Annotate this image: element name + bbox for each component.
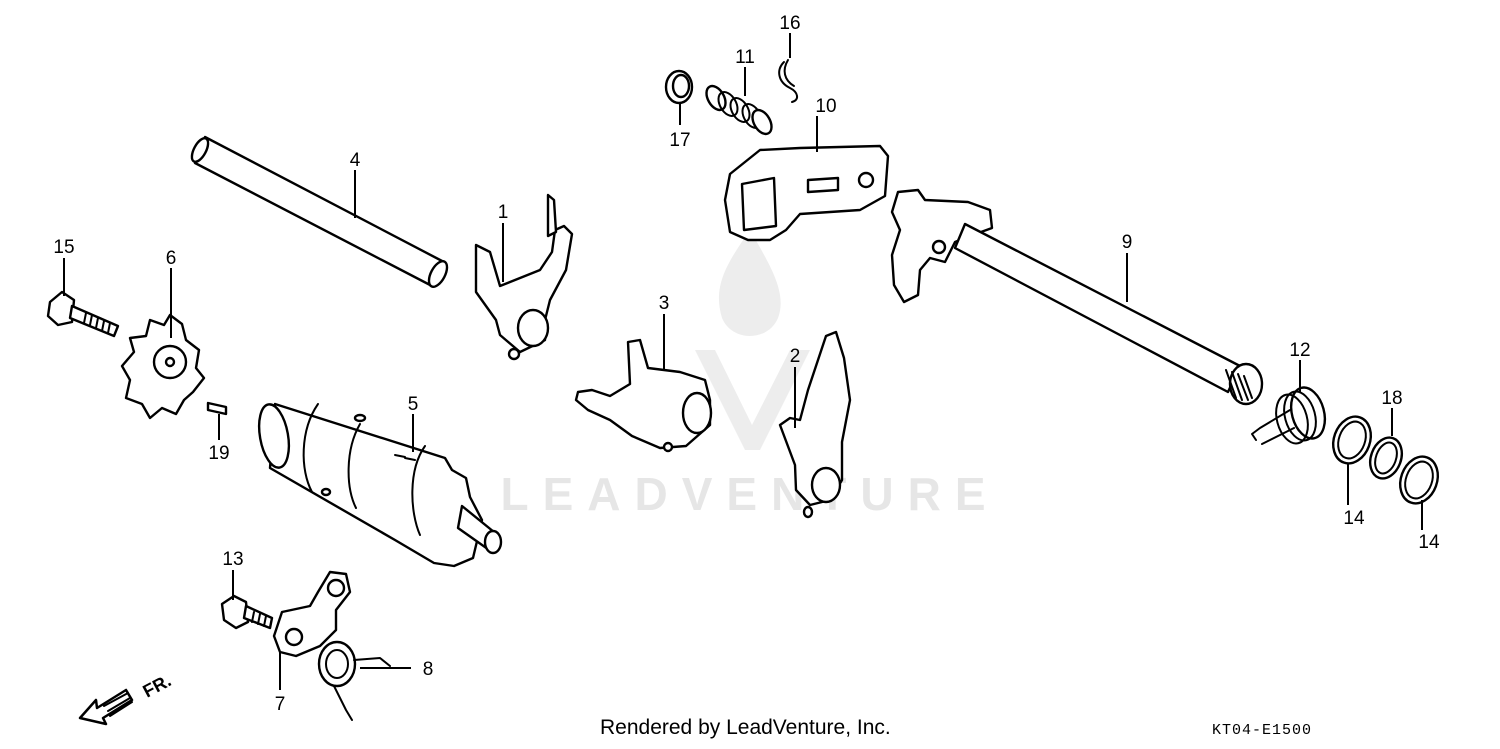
part-18-circlip[interactable] [1365, 433, 1408, 483]
callout-17: 17 [669, 130, 690, 151]
part-5-shift-drum[interactable] [255, 402, 503, 568]
footer: Rendered by LeadVenture, Inc. KT04-E1500 [0, 716, 1500, 746]
part-10-stopper-arm[interactable] [723, 144, 890, 242]
part-19-dowel-pin[interactable] [206, 401, 228, 416]
part-2-shift-fork[interactable] [778, 330, 852, 519]
part-4-fork-shaft[interactable] [189, 135, 451, 290]
callout-13: 13 [222, 549, 243, 570]
callouts: 1 2 3 4 5 6 7 8 9 10 11 12 13 14 14 15 1… [53, 13, 1440, 715]
callout-9: 9 [1122, 232, 1133, 253]
callout-10: 10 [815, 96, 836, 117]
diagram-code: KT04-E1500 [1212, 722, 1313, 739]
callout-16: 16 [779, 13, 800, 34]
part-3-shift-fork[interactable] [574, 338, 713, 453]
watermark-v-icon [695, 350, 810, 450]
callout-12: 12 [1289, 340, 1310, 361]
callout-8: 8 [423, 659, 434, 680]
callout-18: 18 [1381, 388, 1402, 409]
callout-6: 6 [166, 248, 177, 269]
callout-3: 3 [659, 293, 670, 314]
rendered-by-credit: Rendered by LeadVenture, Inc. [600, 716, 891, 739]
callout-11: 11 [735, 47, 755, 68]
part-17-collar[interactable] [664, 69, 694, 105]
part-15-bolt[interactable] [46, 290, 120, 338]
callout-15: 15 [53, 237, 74, 258]
part-16-cotter-pin[interactable] [778, 59, 798, 103]
part-12-return-spring[interactable] [1251, 384, 1330, 447]
part-1-shift-fork[interactable] [474, 193, 574, 361]
callout-1: 1 [498, 202, 509, 223]
part-11-spring[interactable] [703, 83, 776, 138]
part-13-bolt[interactable] [220, 594, 274, 630]
front-label: FR. [139, 670, 174, 701]
callout-2: 2 [790, 346, 801, 367]
callout-5: 5 [408, 394, 419, 415]
callout-19: 19 [208, 443, 229, 464]
watermark: LEADVENTURE [500, 230, 999, 520]
part-6-star-cam-plate[interactable] [120, 313, 206, 420]
callout-7: 7 [275, 694, 286, 715]
watermark-text: LEADVENTURE [500, 468, 999, 520]
part-8-spring[interactable] [317, 640, 391, 721]
leader-lines [63, 33, 1423, 690]
callout-4: 4 [350, 150, 361, 171]
callout-14a: 14 [1343, 508, 1365, 529]
part-9-gearshift-spindle[interactable] [890, 188, 1264, 406]
callout-14b: 14 [1418, 532, 1440, 553]
part-14-washer-a[interactable] [1327, 411, 1377, 468]
part-14-washer-b[interactable] [1394, 451, 1444, 508]
watermark-flame-icon [718, 230, 781, 336]
